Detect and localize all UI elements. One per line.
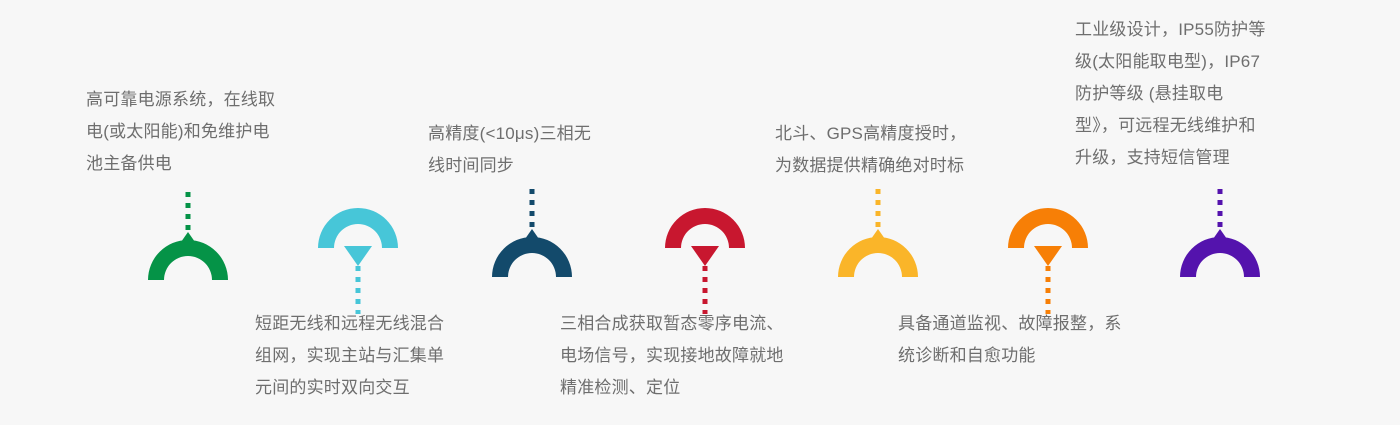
feature-icon-fault-detection [645,188,765,318]
feature-caption-hybrid-networking: 短距无线和远程无线混合 组网，实现主站与汇集单 元间的实时双向交互 [255,314,445,397]
feature-icon-power-supply [128,188,248,318]
triangle-marker [1034,246,1062,266]
arc-up-shape [1180,237,1260,277]
arc-up-shape [838,237,918,277]
arc-up-shape [492,237,572,277]
feature-caption-self-diagnosis: 具备通道监视、故障报整，系 统诊断和自愈功能 [898,314,1122,365]
antenna-arc-up-icon [148,192,228,280]
antenna-arc-up-icon [492,189,572,277]
feature-caption-satellite-timing: 北斗、GPS高精度授时， 为数据提供精确绝对时标 [775,124,967,175]
antenna-arc-down-icon [1008,208,1088,314]
triangle-marker [174,232,202,252]
feature-icon-industrial-design [1160,185,1280,315]
feature-icon-hybrid-networking [298,188,418,318]
triangle-marker [344,246,372,266]
antenna-arc-down-icon [318,208,398,314]
arc-down-shape [665,208,745,248]
feature-icon-time-sync [472,185,592,315]
feature-caption-time-sync: 高精度(<10μs)三相无 线时间同步 [428,124,592,175]
arc-down-shape [318,208,398,248]
feature-icon-self-diagnosis [988,188,1108,318]
feature-icon-satellite-timing [818,185,938,315]
triangle-marker [1206,229,1234,249]
feature-caption-power-supply: 高可靠电源系统，在线取 电(或太阳能)和免维护电 池主备供电 [86,90,276,173]
antenna-arc-down-icon [665,208,745,314]
triangle-marker [864,229,892,249]
antenna-arc-up-icon [1180,189,1260,277]
arc-up-shape [148,240,228,280]
triangle-marker [518,229,546,249]
triangle-marker [691,246,719,266]
feature-caption-fault-detection: 三相合成获取暂态零序电流、 电场信号，实现接地故障就地 精准检测、定位 [560,314,784,397]
arc-down-shape [1008,208,1088,248]
antenna-arc-up-icon [838,189,918,277]
feature-caption-industrial-design: 工业级设计，IP55防护等 级(太阳能取电型)，IP67 防护等级 (悬挂取电 … [1075,20,1266,167]
